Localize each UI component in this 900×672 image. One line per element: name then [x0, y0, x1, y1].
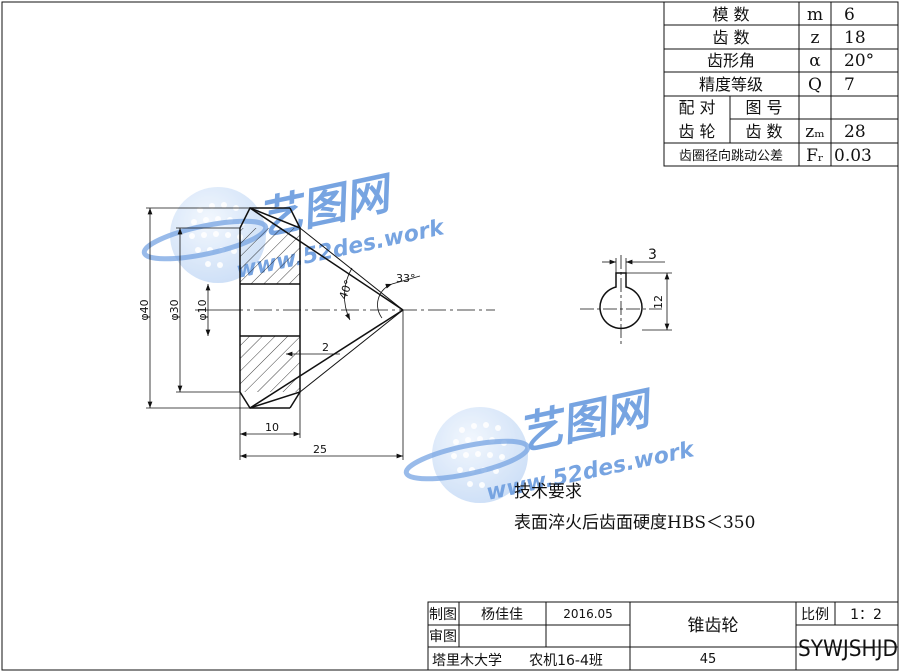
param-symbol-accuracy: Q [808, 75, 822, 95]
drawing-no-label: 图 号 [745, 98, 782, 117]
keyway-view: 3 12 [580, 247, 672, 345]
params-table-text: 模 数 m 6 齿 数 z 18 齿形角 α 20° 精度等级 Q 7 配 对 … [678, 5, 874, 166]
watermark-globe-icon-2 [403, 407, 531, 503]
dim-len10: 10 [265, 421, 279, 434]
mating-teeth-symbol: zₘ [805, 122, 824, 142]
param-label-pressure-angle: 齿形角 [707, 51, 755, 70]
dim-d40: φ40 [138, 299, 151, 320]
runout-symbol: Fᵣ [806, 146, 824, 166]
param-label-module: 模 数 [712, 5, 749, 24]
dim-len25: 25 [313, 443, 327, 456]
drawn-label: 制图 [429, 607, 457, 623]
drawing-code: SYWJSHJD [798, 637, 898, 662]
dim-angle33: 33° [396, 272, 416, 285]
param-value-module: 6 [844, 5, 855, 25]
dim-d30: φ30 [168, 299, 181, 320]
mating-teeth-label: 齿 数 [745, 122, 782, 141]
param-symbol-pressure-angle: α [809, 51, 821, 71]
part-name: 锥齿轮 [688, 616, 739, 636]
school-name: 塔里木大学 [432, 653, 502, 669]
runout-value: 0.03 [834, 146, 872, 166]
mating-label-1: 配 对 [678, 98, 715, 117]
param-value-pressure-angle: 20° [844, 51, 874, 71]
notes-heading: 技术要求 [514, 482, 582, 502]
dim-key-height: 12 [652, 295, 665, 309]
dim-d10: φ10 [196, 299, 209, 320]
scale-value: 1：2 [850, 607, 882, 623]
param-value-teeth: 18 [844, 28, 866, 48]
dim-key-width: 3 [648, 247, 657, 263]
param-label-accuracy: 精度等级 [699, 75, 763, 94]
gear-hatch-upper [240, 228, 300, 284]
title-block-text: 制图 杨佳佳 2016.05 审图 锥齿轮 比例 1：2 塔里木大学 农机16-… [429, 607, 898, 669]
material-number: 45 [700, 652, 717, 667]
mating-teeth-value: 28 [844, 122, 866, 142]
gear-hatch-lower [240, 336, 300, 392]
param-label-teeth: 齿 数 [712, 28, 749, 47]
runout-label: 齿圈径向跳动公差 [679, 148, 783, 164]
mating-label-2: 齿 轮 [678, 122, 715, 141]
gear-section-view: φ40 φ30 φ10 10 25 2 40° 33° [138, 207, 495, 460]
drawn-name: 杨佳佳 [481, 607, 523, 623]
param-symbol-module: m [807, 5, 823, 25]
dim-angle40: 40° [337, 278, 356, 301]
dim-chamfer: 2 [322, 341, 329, 354]
cone-line-upper [249, 207, 404, 311]
notes-line1: 表面淬火后齿面硬度HBS＜350 [514, 513, 755, 533]
drawn-date: 2016.05 [563, 607, 613, 621]
scale-label: 比例 [801, 607, 829, 623]
class-name: 农机16-4班 [529, 653, 603, 669]
title-block [427, 601, 899, 671]
cone-line-lower [249, 309, 404, 409]
param-value-accuracy: 7 [844, 75, 855, 95]
checked-label: 审图 [429, 629, 457, 645]
keyway-outline [599, 272, 643, 330]
param-symbol-teeth: z [811, 28, 820, 48]
params-table [663, 1, 899, 167]
